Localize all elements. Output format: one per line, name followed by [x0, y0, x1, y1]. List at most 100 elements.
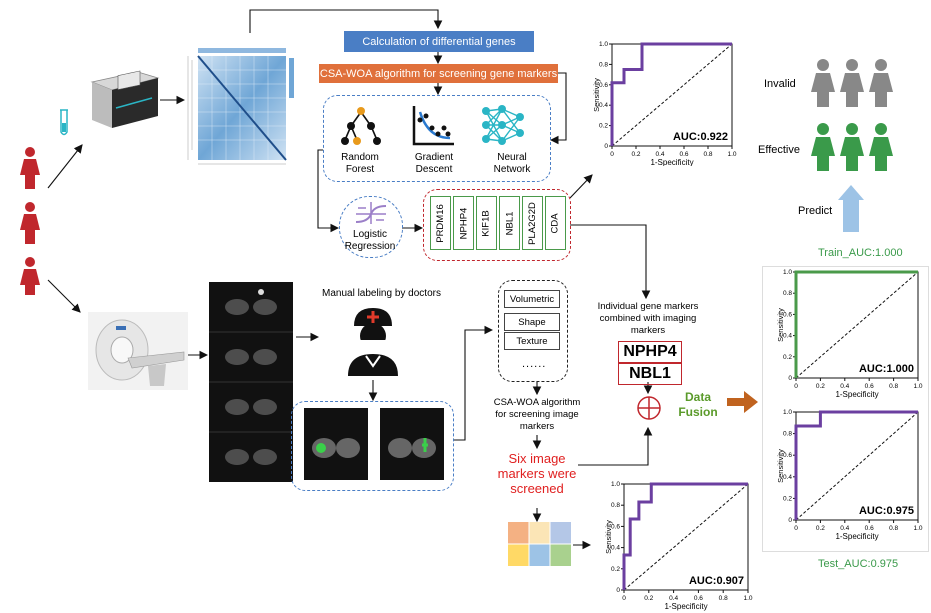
- x-tick-label: 0.8: [889, 525, 898, 532]
- effective-people-icons: [811, 123, 893, 171]
- gene-cda: CDA: [545, 196, 566, 250]
- neural-network-label: Neural Network: [493, 152, 531, 175]
- y-tick-label: 0.8: [783, 290, 792, 297]
- y-axis-label: Sensitivity: [776, 308, 785, 342]
- gene-roc-chart: 000.20.20.40.40.60.60.80.81.01.01-Specif…: [592, 41, 737, 166]
- y-tick-label: 0.2: [783, 495, 792, 502]
- y-tick-label: 1.0: [611, 481, 620, 488]
- y-tick-label: 1.0: [599, 41, 608, 48]
- effective-label: Effective: [758, 144, 800, 156]
- x-tick-label: 1.0: [913, 525, 922, 532]
- logistic-regression-container: [339, 196, 403, 258]
- y-axis-label: Sensitivity: [776, 449, 785, 483]
- ct-scanner-icon: [88, 312, 188, 390]
- gene-pla2g2d: PLA2G2D: [522, 196, 543, 250]
- diagonal-reference: [795, 271, 919, 379]
- feature-shape: Shape: [504, 313, 560, 331]
- random-forest-icon: [341, 107, 381, 145]
- gene-kif1b: KIF1B: [476, 196, 497, 250]
- x-tick-label: 1.0: [727, 151, 736, 158]
- x-tick-label: 0.6: [865, 383, 874, 390]
- mri-slices: [209, 282, 293, 482]
- logistic-regression-icon: [355, 202, 387, 224]
- feature-volumetric: Volumetric: [504, 290, 560, 308]
- labeled-mri-1: [304, 408, 368, 480]
- gene-marker-container: [423, 189, 571, 261]
- y-tick-label: 0.2: [599, 123, 608, 130]
- labeled-images-container: [291, 401, 454, 491]
- x-axis-label: 1-Specificity: [835, 390, 878, 399]
- gene-nphp4: NPHP4: [453, 196, 474, 250]
- gene-nbl1-box: NBL1: [618, 363, 682, 385]
- fusion-plus-icon: [637, 396, 661, 420]
- roc-curve: [610, 42, 732, 146]
- image-roc-chart: 000.20.20.40.40.60.60.80.81.01.01-Specif…: [604, 481, 753, 611]
- x-tick-label: 0.8: [703, 151, 712, 158]
- x-tick-label: 0.2: [816, 383, 825, 390]
- x-axis-label: 1-Specificity: [650, 158, 693, 166]
- x-tick-label: 0.6: [679, 151, 688, 158]
- diagonal-reference: [795, 411, 919, 521]
- x-axis-label: 1-Specificity: [664, 602, 707, 611]
- y-tick-label: 0.6: [783, 452, 792, 459]
- data-fusion-label: Data Fusion: [678, 390, 718, 419]
- predict-label: Predict: [798, 205, 833, 217]
- gradient-descent-icon: [412, 106, 454, 146]
- y-tick-label: 0.4: [783, 333, 792, 340]
- x-tick-label: 0.6: [865, 525, 874, 532]
- y-tick-label: 0.4: [611, 545, 620, 552]
- gene-nphp4-box: NPHP4: [618, 341, 682, 363]
- neural-network-icon: [482, 105, 524, 145]
- diagonal-reference: [611, 43, 733, 147]
- y-tick-label: 0: [788, 375, 792, 382]
- x-tick-label: 0.4: [655, 151, 664, 158]
- y-tick-label: 0.6: [611, 523, 620, 530]
- x-tick-label: 0: [610, 151, 614, 158]
- y-tick-label: 0.8: [611, 502, 620, 509]
- y-tick-label: 0.6: [599, 82, 608, 89]
- y-tick-label: 0: [788, 517, 792, 524]
- roc-curve: [794, 270, 918, 378]
- train-auc-label: Train_AUC:1.000: [818, 247, 903, 259]
- gradient-descent-label: Gradient Descent: [414, 152, 454, 175]
- x-tick-label: 0.8: [719, 595, 728, 602]
- csa-woa-gene-box: CSA-WOA algorithm for screening gene mar…: [319, 64, 558, 83]
- roc-curve: [794, 410, 918, 520]
- auc-annotation: AUC:0.975: [859, 505, 914, 517]
- x-tick-label: 0: [794, 383, 798, 390]
- y-tick-label: 1.0: [783, 409, 792, 416]
- feature-ellipsis: ......: [522, 358, 547, 370]
- x-tick-label: 0: [622, 595, 626, 602]
- invalid-label: Invalid: [764, 78, 796, 90]
- feature-matrix-icon: [508, 522, 571, 566]
- x-tick-label: 1.0: [743, 595, 752, 602]
- x-tick-label: 0.2: [644, 595, 653, 602]
- logistic-regression-label: Logistic Regression: [344, 229, 396, 252]
- gene-prdm16: PRDM16: [430, 196, 451, 250]
- x-tick-label: 0.8: [889, 383, 898, 390]
- x-tick-label: 0.4: [669, 595, 678, 602]
- y-tick-label: 0.2: [783, 354, 792, 361]
- x-tick-label: 0.2: [631, 151, 640, 158]
- manual-labeling-title: Manual labeling by doctors: [322, 288, 441, 299]
- random-forest-label: Random Forest: [341, 152, 379, 175]
- y-tick-label: 0.8: [783, 431, 792, 438]
- patient-icons: [20, 147, 40, 295]
- combined-markers-text: Individual gene markers combined with im…: [597, 301, 699, 336]
- test-roc-chart: 000.20.20.40.40.60.60.80.81.01.01-Specif…: [776, 409, 923, 541]
- x-tick-label: 0.2: [816, 525, 825, 532]
- y-axis-label: Sensitivity: [604, 520, 613, 554]
- x-tick-label: 0.4: [840, 383, 849, 390]
- results-frame: [762, 266, 929, 552]
- test-tube-icon: [60, 109, 68, 136]
- y-tick-label: 0.6: [783, 311, 792, 318]
- feature-texture: Texture: [504, 332, 560, 350]
- x-tick-label: 0: [794, 525, 798, 532]
- models-container: [323, 95, 551, 182]
- fusion-arrow: [727, 391, 758, 413]
- diagonal-reference: [623, 483, 749, 591]
- x-tick-label: 0.6: [694, 595, 703, 602]
- auc-annotation: AUC:0.922: [673, 131, 728, 143]
- y-tick-label: 0.8: [599, 61, 608, 68]
